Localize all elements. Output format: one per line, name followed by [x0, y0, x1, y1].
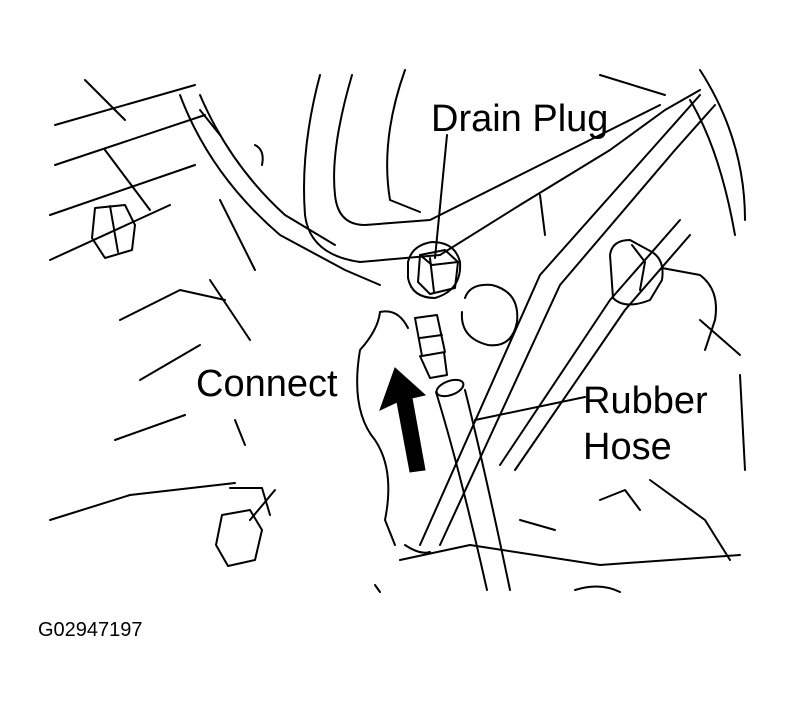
drain-plug-leader: [434, 134, 448, 259]
figure-code: G02947197: [38, 619, 143, 641]
rubber-hose-label-line2: Hose: [583, 426, 672, 468]
left-bracket: [49, 289, 276, 521]
central-housing: [303, 69, 746, 263]
left-channel-wall: [356, 310, 409, 546]
upper-left-structure: [49, 79, 381, 341]
frame-rails: [419, 94, 716, 546]
right-pipe: [599, 239, 746, 561]
lower-structure: [374, 519, 741, 593]
left-bolt-head-bottom: [215, 487, 271, 567]
rubber-hose-leader: [474, 396, 586, 421]
left-bolt-head-top: [91, 204, 136, 259]
connect-label: Connect: [196, 363, 338, 405]
rubber-hose: [435, 378, 511, 591]
round-boss: [460, 283, 519, 347]
drain-plug: [407, 241, 462, 299]
drain-nozzle: [414, 314, 448, 379]
rubber-hose-label-line1: Rubber: [583, 380, 708, 422]
connect-arrow-icon: [379, 367, 427, 473]
drain-plug-label: Drain Plug: [431, 98, 609, 140]
